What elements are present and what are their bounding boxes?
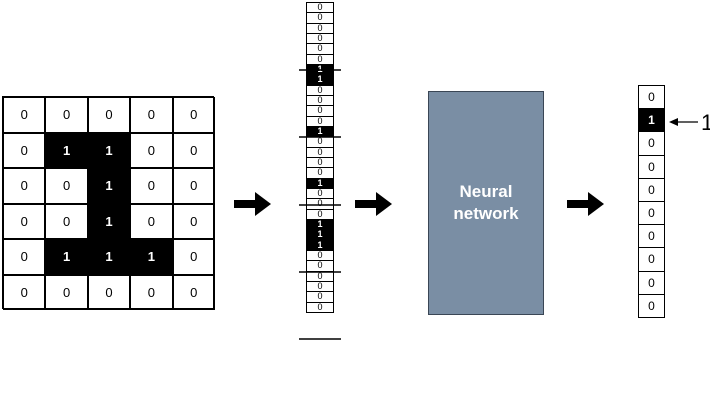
grid-cell: 0: [45, 274, 88, 310]
grid-cell: 1: [130, 239, 173, 275]
grid-cell: 0: [3, 97, 46, 133]
output-cell: 0: [638, 247, 665, 272]
grid-cell: 0: [172, 239, 215, 275]
grid-cell: 1: [45, 132, 88, 168]
grid-cell: 0: [130, 274, 173, 310]
arrow-right-icon: [567, 192, 604, 216]
grid-cell: 0: [172, 97, 215, 133]
grid-cell: 0: [87, 97, 131, 133]
vector-cell: 0: [306, 301, 334, 313]
output-cell: 0: [638, 154, 665, 179]
grid-cell: 0: [130, 97, 173, 133]
output-cell: 1: [638, 108, 665, 133]
grid-cell: 1: [45, 239, 88, 275]
grid-cell: 0: [172, 203, 215, 239]
output-pointer-label: 1: [701, 110, 710, 135]
grid-cell: 0: [172, 132, 215, 168]
neural-network-label: Neural network: [453, 182, 519, 223]
arrow-right-icon: [355, 192, 392, 216]
neural-network-box: Neural network: [428, 91, 544, 315]
grid-cell: 0: [87, 274, 131, 310]
grid-cell: 0: [3, 274, 46, 310]
grid-cell: 0: [3, 168, 46, 204]
flow-arrows: [234, 192, 604, 216]
grid-cell: 0: [45, 203, 88, 239]
output-cell: 0: [638, 131, 665, 156]
grid-cell: 0: [45, 97, 88, 133]
grid-cell: 0: [130, 203, 173, 239]
grid-cell: 0: [130, 132, 173, 168]
grid-cell: 0: [172, 168, 215, 204]
output-cell: 0: [638, 293, 665, 318]
arrow-right-icon: [234, 192, 271, 216]
grid-cell: 0: [130, 168, 173, 204]
grid-cell: 1: [87, 203, 131, 239]
output-cell: 0: [638, 200, 665, 226]
output-cell: 0: [638, 270, 665, 295]
grid-cell: 1: [87, 168, 131, 204]
grid-cell: 0: [3, 132, 46, 168]
output-cell: 0: [638, 177, 665, 202]
pointer-arrow-icon: [669, 118, 698, 126]
grid-cell: 0: [172, 274, 215, 310]
output-cell: 0: [638, 85, 665, 110]
output-cell: 0: [638, 224, 665, 249]
grid-cell: 1: [87, 239, 131, 275]
grid-cell: 0: [3, 203, 46, 239]
grid-cell: 1: [87, 132, 131, 168]
grid-cell: 0: [45, 168, 88, 204]
grid-cell: 0: [3, 239, 46, 275]
